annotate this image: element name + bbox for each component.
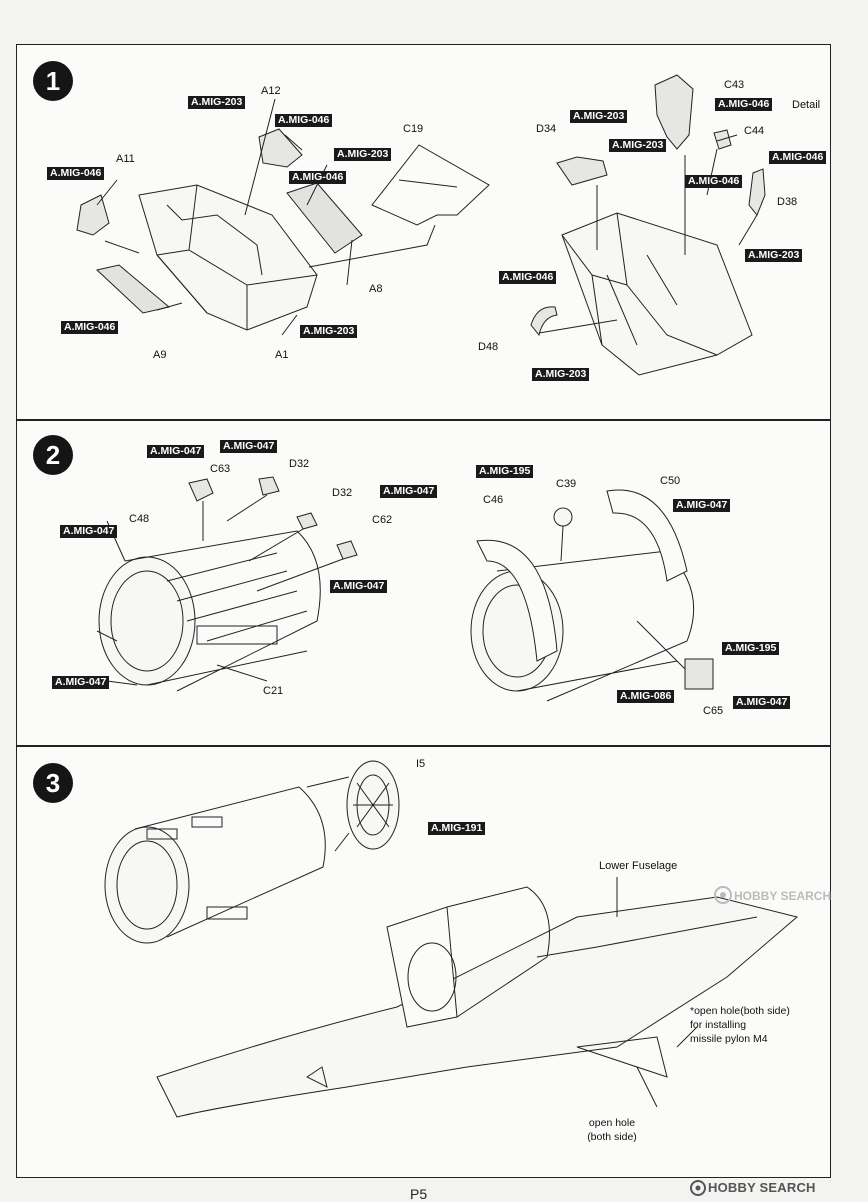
paint-code-tag: A.MIG-047 [733, 696, 791, 709]
detail-label: Detail [792, 99, 821, 111]
open-hole-note-line-3: missile pylon M4 [690, 1033, 768, 1045]
step-number-2: 2 [33, 435, 73, 475]
paint-code-tag: A.MIG-195 [722, 642, 780, 655]
part-label-A9: A9 [153, 349, 167, 361]
part-label-D48: D48 [478, 341, 499, 353]
watermark-logo-icon [714, 886, 732, 904]
part-label-C63: C63 [210, 463, 231, 475]
step-1-panel: 1 [16, 44, 831, 420]
paint-code-tag: A.MIG-047 [147, 445, 205, 458]
paint-code-tag: A.MIG-203 [745, 249, 803, 262]
open-hole-note-line-2: for installing [690, 1019, 747, 1031]
paint-code-tag: A.MIG-047 [220, 440, 278, 453]
paint-code-tag: A.MIG-086 [617, 690, 675, 703]
watermark: HOBBY SEARCH [708, 1180, 816, 1195]
paint-code-tag: A.MIG-046 [47, 167, 105, 180]
part-label-I5: I5 [416, 758, 426, 770]
part-label-D34: D34 [536, 123, 557, 135]
paint-code-tag: A.MIG-046 [275, 114, 333, 127]
part-label-C46: C46 [483, 494, 504, 506]
paint-code-tag: A.MIG-046 [499, 271, 557, 284]
paint-code-tag: A.MIG-046 [715, 98, 773, 111]
step-3-drawing [104, 760, 799, 1118]
paint-code-tag: A.MIG-191 [428, 822, 486, 835]
watermark-small: HOBBY SEARCH [734, 889, 832, 903]
paint-code-tag: A.MIG-203 [300, 325, 358, 338]
open-hole-both-side-line-2: (both side) [587, 1131, 637, 1143]
step-2-panel: 2 A.MIG-047 A.MIG-047 C6 [16, 420, 831, 746]
paint-code-tag: A.MIG-046 [61, 321, 119, 334]
step-number-3: 3 [33, 763, 73, 803]
part-label-D32: D32 [332, 487, 353, 499]
step-2-drawing [96, 476, 714, 702]
part-label-C65: C65 [703, 705, 724, 717]
part-label-C39: C39 [556, 478, 577, 490]
paint-code-tag: A.MIG-203 [609, 139, 667, 152]
part-label-D32: D32 [289, 458, 310, 470]
paint-code-tag: A.MIG-047 [673, 499, 731, 512]
part-label-A11: A11 [116, 153, 135, 165]
paint-code-tag: A.MIG-046 [685, 175, 743, 188]
open-hole-note-line-1: *open hole(both side) [690, 1005, 790, 1017]
paint-code-tag: A.MIG-047 [60, 525, 118, 538]
paint-code-tag: A.MIG-203 [570, 110, 628, 123]
paint-code-tag: A.MIG-195 [476, 465, 534, 478]
part-label-C50: C50 [660, 475, 681, 487]
part-label-C44: C44 [744, 125, 765, 137]
page-number: P5 [410, 1186, 428, 1202]
paint-code-tag: A.MIG-203 [334, 148, 392, 161]
paint-code-tag: A.MIG-203 [532, 368, 590, 381]
part-label-C43: C43 [724, 79, 745, 91]
part-label-C48: C48 [129, 513, 150, 525]
paint-code-tag: A.MIG-047 [380, 485, 438, 498]
watermark-logo-icon [690, 1180, 706, 1196]
part-label-D38: D38 [777, 196, 798, 208]
part-label-A1: A1 [275, 349, 289, 361]
open-hole-both-side-line-1: open hole [588, 1117, 636, 1129]
paint-code-tag: A.MIG-047 [52, 676, 110, 689]
paint-code-tag: A.MIG-203 [188, 96, 246, 109]
step-number-1: 1 [33, 61, 73, 101]
part-label-C21: C21 [263, 685, 284, 697]
part-label-A8: A8 [369, 283, 383, 295]
step-3-panel: 3 I5 A.MIG-191 Lower Fuselage *open [16, 746, 831, 1178]
step-1-drawing [76, 74, 766, 376]
part-label-C62: C62 [372, 514, 393, 526]
part-label-A12: A12 [261, 85, 281, 97]
paint-code-tag: A.MIG-046 [289, 171, 347, 184]
part-label-C19: C19 [403, 123, 424, 135]
paint-code-tag: A.MIG-046 [769, 151, 827, 164]
lower-fuselage-label: Lower Fuselage [599, 860, 678, 872]
paint-code-tag: A.MIG-047 [330, 580, 388, 593]
